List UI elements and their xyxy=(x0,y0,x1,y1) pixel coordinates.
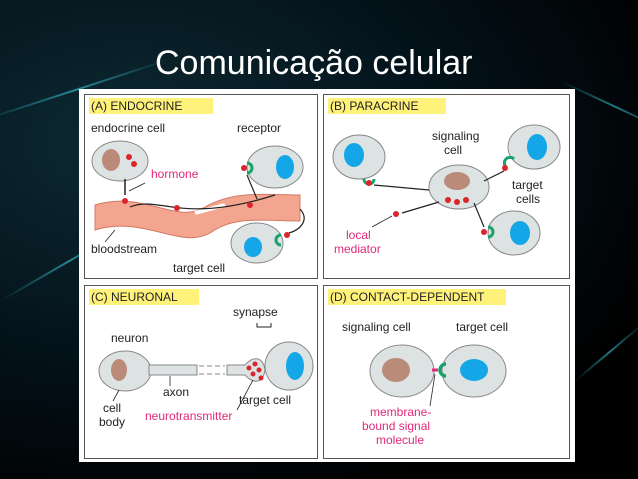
receptor xyxy=(487,225,495,239)
hormone-molecule xyxy=(131,161,137,167)
neurotransmitter-molecule xyxy=(256,367,262,373)
leader-line xyxy=(104,229,116,243)
signaling-cell-label: signaling cell xyxy=(342,320,411,334)
target-label: target xyxy=(512,178,543,192)
panel-contact-dependent: (D) CONTACT-DEPENDENT signaling cell tar… xyxy=(323,285,570,459)
mediator-molecule xyxy=(445,197,451,203)
target-cell-label: target cell xyxy=(173,261,225,275)
mediator-molecule xyxy=(481,229,487,235)
neurotransmitter-label: neurotransmitter xyxy=(145,409,232,423)
title-highlight xyxy=(328,98,446,114)
nucleus xyxy=(344,143,364,167)
cell-signaling-figure: (A) ENDOCRINE endocrine cell receptor ho… xyxy=(79,89,575,462)
mediator-molecule xyxy=(463,197,469,203)
panel-endocrine: (A) ENDOCRINE endocrine cell receptor ho… xyxy=(84,94,318,279)
nucleus xyxy=(286,352,304,380)
endocrine-drawing: (A) ENDOCRINE endocrine cell receptor ho… xyxy=(89,98,305,275)
diffusion-arrow xyxy=(483,170,505,182)
hormone-molecule xyxy=(241,165,247,171)
synapse-label: synapse xyxy=(233,305,278,319)
panel-paracrine: (B) PARACRINE signaling cell xyxy=(323,94,570,279)
diffusion-arrow xyxy=(473,202,485,228)
nucleus xyxy=(382,358,410,382)
receptor xyxy=(274,233,282,247)
nucleus xyxy=(111,359,127,381)
leader-line xyxy=(112,389,120,402)
leader-line xyxy=(128,182,146,192)
receptor xyxy=(438,362,447,378)
mediator-molecule xyxy=(366,180,372,186)
neurotransmitter-molecule xyxy=(246,365,252,371)
bloodstream-gap xyxy=(194,203,226,215)
local-label: local xyxy=(346,228,371,242)
receptor xyxy=(246,161,254,175)
mediator-label: mediator xyxy=(334,242,381,256)
signaling-label: signaling xyxy=(432,129,479,143)
receptor-label: receptor xyxy=(237,121,281,135)
body-label: body xyxy=(99,415,125,429)
panel-title: (D) CONTACT-DEPENDENT xyxy=(330,290,485,304)
panel-title: (A) ENDOCRINE xyxy=(91,99,182,113)
title-highlight xyxy=(89,98,213,114)
nucleus xyxy=(276,155,294,179)
nucleus xyxy=(102,149,120,171)
endocrine-cell-label: endocrine cell xyxy=(91,121,165,135)
leader-line xyxy=(429,373,436,407)
mediator-molecule xyxy=(393,211,399,217)
mediator-molecule xyxy=(502,165,508,171)
binding-arrow xyxy=(246,174,258,200)
target-cell xyxy=(246,145,304,189)
axon xyxy=(148,364,198,376)
cells-label: cells xyxy=(516,192,540,206)
neuronal-drawing: (C) NEURONAL synapse neuron axon xyxy=(89,289,314,429)
hormone-molecule xyxy=(122,198,128,204)
mediator-molecule xyxy=(454,199,460,205)
nucleus xyxy=(444,172,470,190)
nucleus xyxy=(527,134,547,160)
hormone-molecule xyxy=(126,154,132,160)
hormone-molecule xyxy=(284,232,290,238)
panel-title: (B) PARACRINE xyxy=(330,99,418,113)
neuron-label: neuron xyxy=(111,331,148,345)
diffusion-arrow xyxy=(401,201,440,214)
bloodstream-label: bloodstream xyxy=(91,242,157,256)
panel-neuronal: (C) NEURONAL synapse neuron axon xyxy=(84,285,318,459)
title-highlight xyxy=(328,289,506,305)
paracrine-drawing: (B) PARACRINE signaling cell xyxy=(328,98,561,256)
nucleus xyxy=(244,237,262,257)
membrane-label: membrane- xyxy=(370,405,431,419)
neurotransmitter-molecule xyxy=(252,361,258,367)
cell-label: cell xyxy=(103,401,121,415)
hormone-label: hormone xyxy=(151,167,199,181)
synapse-bracket xyxy=(256,323,272,328)
endocrine-cell xyxy=(91,140,149,182)
leader-line xyxy=(236,379,254,411)
hormone-molecule xyxy=(174,205,180,211)
molecule-label: molecule xyxy=(376,433,424,447)
diffusion-arrow xyxy=(373,184,430,191)
slide-title: Comunicação celular xyxy=(155,44,473,82)
background-streak xyxy=(574,322,638,382)
cell-label: cell xyxy=(444,143,462,157)
title-highlight xyxy=(89,289,199,305)
nucleus xyxy=(510,221,530,245)
neurotransmitter-molecule xyxy=(250,371,256,377)
axon-label: axon xyxy=(163,385,189,399)
contact-dependent-drawing: (D) CONTACT-DEPENDENT signaling cell tar… xyxy=(328,289,508,447)
target-cell-label: target cell xyxy=(456,320,508,334)
bound-signal-label: bound signal xyxy=(362,419,430,433)
hormone-molecule xyxy=(247,202,253,208)
target-cell-label: target cell xyxy=(239,393,291,407)
neurotransmitter-molecule xyxy=(258,375,264,381)
binding-arrow xyxy=(288,208,305,234)
panel-title: (C) NEURONAL xyxy=(91,290,178,304)
leader-line xyxy=(371,215,393,228)
nucleus xyxy=(460,359,488,381)
